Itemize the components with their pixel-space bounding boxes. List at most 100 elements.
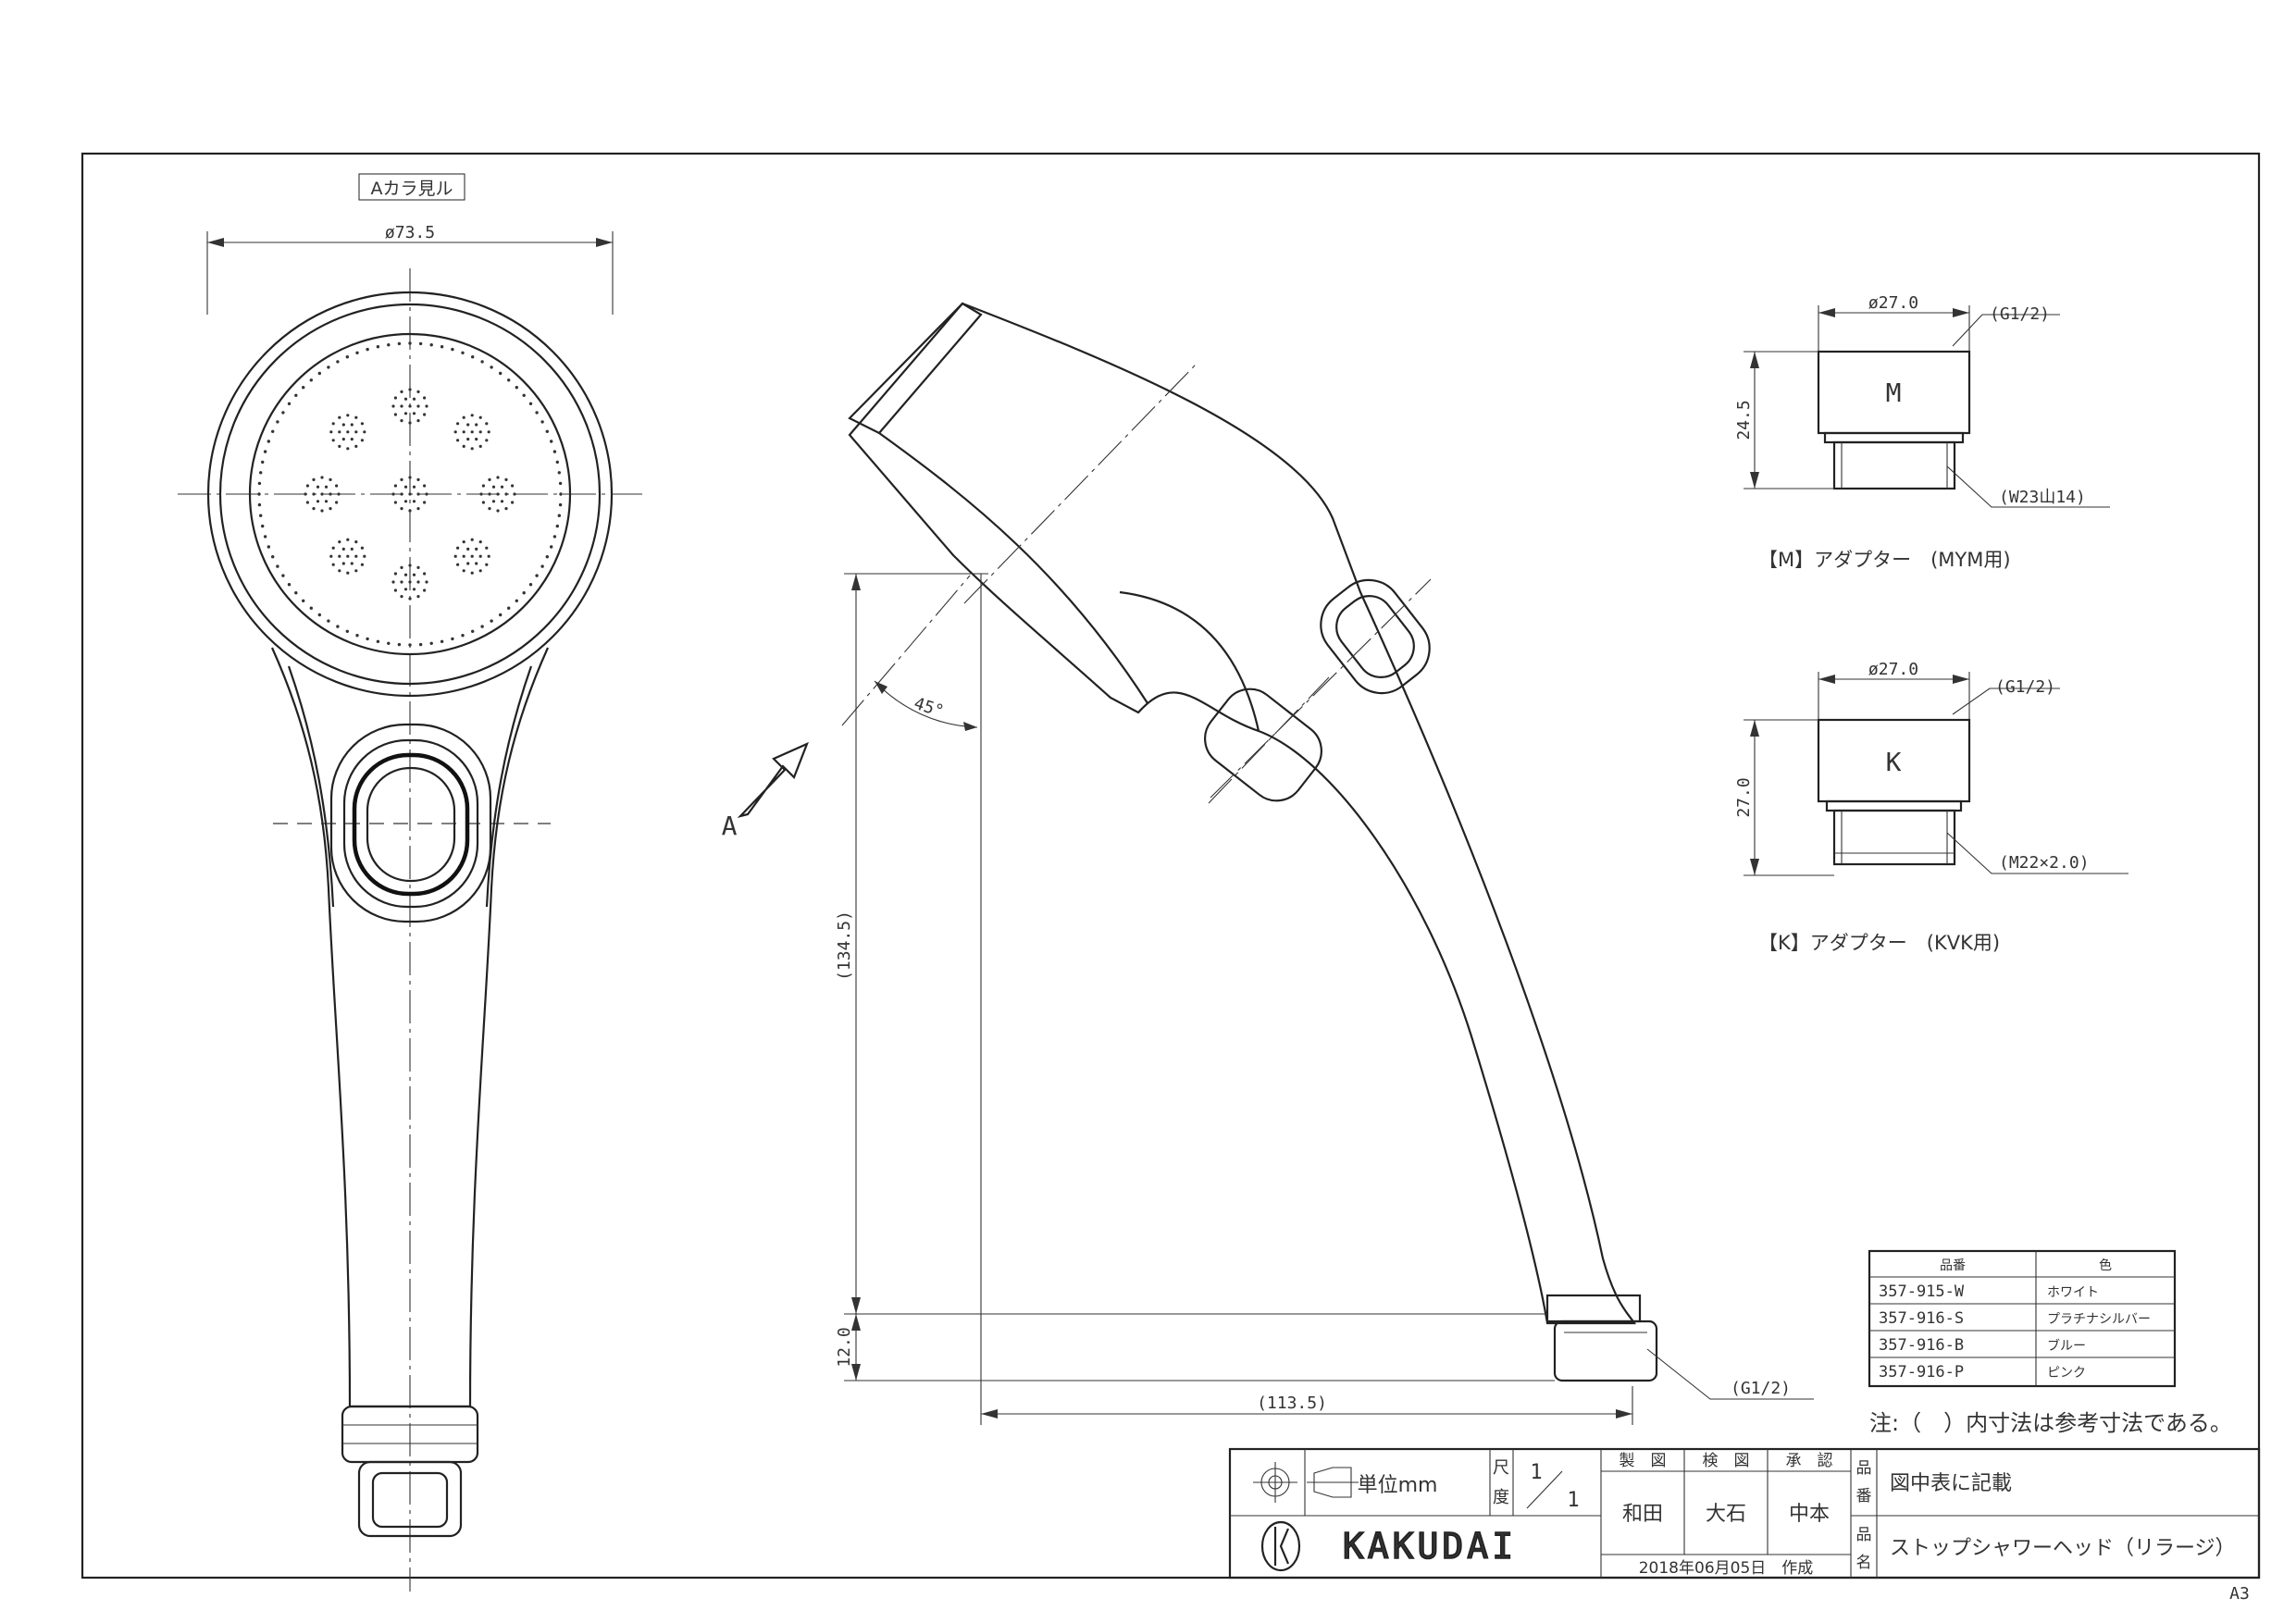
nozzle-dot [267, 440, 270, 443]
side-outlet-base [1545, 1294, 1642, 1323]
nozzle-dot [346, 430, 350, 434]
nozzle-dot [557, 514, 561, 517]
nozzle-dot [355, 634, 359, 638]
nozzle-dot [287, 402, 292, 405]
part-name-label-1: 品 [1856, 1526, 1872, 1544]
part-no-label-1: 品 [1856, 1459, 1872, 1478]
nozzle-dot [393, 501, 397, 504]
nozzle-dot [376, 345, 380, 349]
nozzle-dot [528, 583, 533, 587]
nozzle-dot [485, 563, 489, 566]
nozzle-dot [440, 639, 444, 643]
nozzle-dot [276, 420, 279, 424]
sheet-size: A3 [2229, 1584, 2250, 1604]
nozzle-dot [416, 580, 420, 584]
nozzle-dot [341, 547, 345, 551]
scale-numerator: 1 [1530, 1461, 1542, 1484]
unit-label: 単位mm [1358, 1474, 1438, 1497]
nozzle-dot [312, 507, 316, 511]
nozzle-dot [481, 484, 486, 488]
nozzle-dot [346, 414, 350, 417]
nozzle-dot [416, 477, 420, 482]
head-diameter-dimension: ø73.5 [206, 223, 614, 315]
nozzle-dot [346, 554, 350, 558]
nozzle-dot [470, 538, 474, 541]
nozzle-dot [478, 415, 482, 419]
nozzle-dot [363, 430, 366, 434]
adapter-k-outlet-thread: (M22×2.0) [1999, 853, 2090, 873]
nozzle-dot [507, 606, 511, 610]
nozzle-dot [393, 413, 397, 416]
nozzle-dot [331, 563, 335, 566]
nozzle-dot [412, 588, 416, 591]
approved-by: 中本 [1789, 1503, 1830, 1526]
nozzle-dot [393, 396, 397, 400]
company-name: KAKUDAI [1343, 1526, 1517, 1567]
spray-nozzle-ring [257, 341, 563, 647]
nozzle-dot [416, 404, 420, 408]
nozzle-dot [259, 471, 263, 475]
nozzle-dot [480, 625, 484, 628]
adapter-k-diameter: ø27.0 [1868, 660, 1918, 679]
nozzle-dot [341, 562, 345, 565]
head-inner-ring [218, 303, 602, 686]
nozzle-dot [393, 588, 397, 592]
nozzle-dot [312, 492, 316, 496]
nozzle-dot [397, 642, 402, 647]
nozzle-dot [363, 554, 366, 558]
nozzle-dot [400, 580, 403, 584]
nozzle-dot [499, 371, 503, 376]
nozzle-dot [338, 569, 341, 573]
nozzle-dot [327, 619, 330, 623]
nozzle-dot [522, 591, 526, 595]
color-table: 品番 色 357-915-W ホワイト 357-916-S プラチナシルバー 3… [1868, 1249, 2177, 1388]
nozzle-dot [329, 430, 333, 434]
nozzle-dot [480, 360, 484, 364]
nozzle-dot [412, 485, 416, 489]
nozzle-dot [403, 397, 408, 401]
nozzle-dot [475, 423, 478, 427]
nozzle-dot [535, 574, 539, 577]
nozzle-dot [412, 500, 416, 503]
nozzle-dot [338, 415, 341, 419]
projection-symbol-icon [1253, 1462, 1359, 1503]
nozzle-dot [475, 438, 478, 441]
nozzle-dot [302, 386, 305, 390]
nozzle-cluster [391, 564, 428, 601]
adapter-m-height: 24.5 [1734, 400, 1754, 440]
side-outlet-thread [1553, 1319, 1658, 1382]
nozzle-dot [416, 595, 420, 599]
nozzle-dot [408, 388, 412, 391]
table-header-part-no: 品番 [1940, 1258, 1966, 1273]
adapter-m-outlet-thread: (W23山14) [1999, 488, 2086, 507]
nozzle-dot [423, 588, 427, 592]
outlet-thread-label: (G1/2) [1731, 1379, 1791, 1398]
nozzle-dot [276, 564, 279, 568]
nozzle-dot [496, 492, 500, 496]
part-no-label-2: 番 [1856, 1487, 1872, 1505]
table-row-3-part: 357-916-B [1879, 1336, 1964, 1355]
nozzle-dot [324, 500, 329, 503]
nozzle-dot [478, 540, 482, 544]
nozzle-dot [496, 509, 500, 513]
nozzle-dot [416, 565, 420, 570]
table-row-2-color: プラチナシルバー [2047, 1312, 2151, 1327]
table-row-1-color: ホワイト [2047, 1285, 2099, 1300]
nozzle-dot [304, 492, 307, 496]
nozzle-dot [557, 471, 561, 475]
nozzle-cluster [453, 414, 490, 451]
nozzle-dot [403, 573, 408, 576]
table-row-2-part: 357-916-S [1879, 1309, 1964, 1328]
nozzle-dot [490, 365, 493, 369]
nozzle-dot [408, 643, 412, 647]
nozzle-dot [515, 386, 518, 390]
drawn-by: 和田 [1622, 1503, 1663, 1526]
nozzle-dot [456, 439, 460, 442]
nozzle-dot [305, 484, 309, 488]
stop-button [352, 752, 470, 897]
nozzle-dot [309, 606, 313, 610]
nozzle-dot [558, 481, 563, 486]
nozzle-dot [481, 501, 486, 504]
nozzle-dot [271, 429, 275, 433]
